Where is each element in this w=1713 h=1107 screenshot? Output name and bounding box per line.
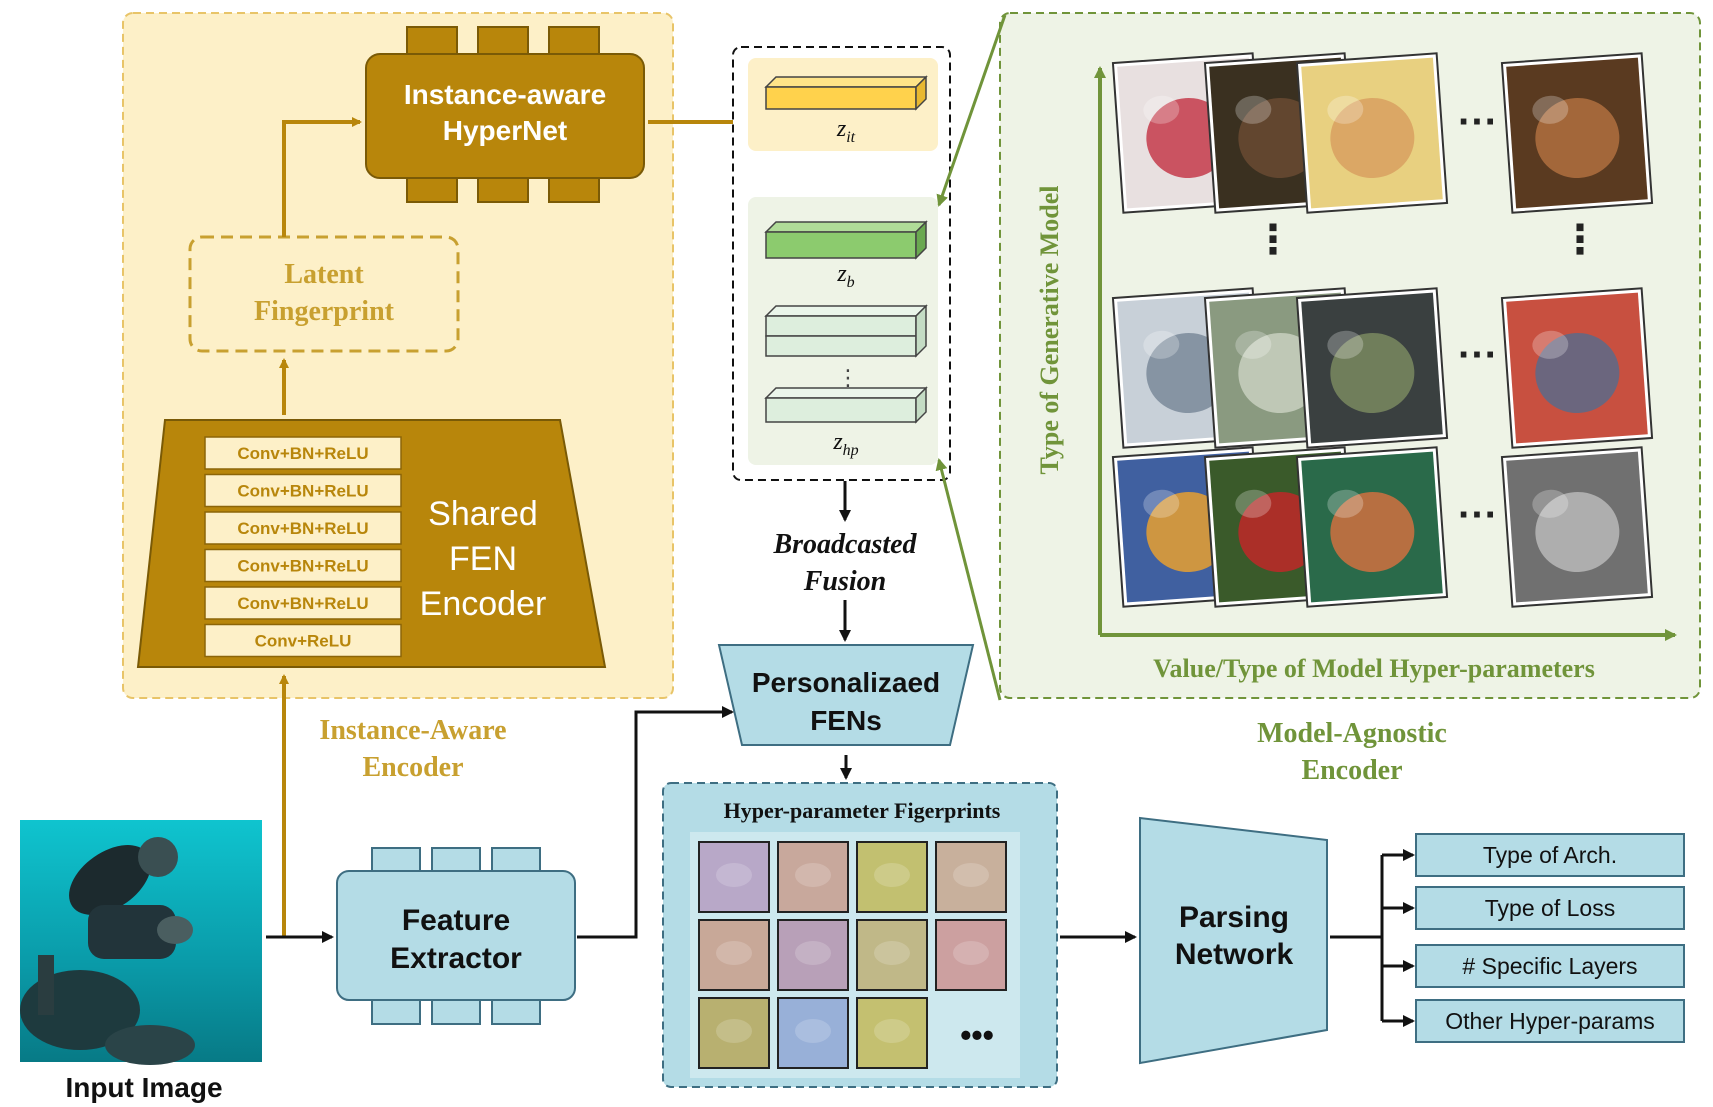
arrow-agnostic-to-zhp xyxy=(935,458,1002,701)
fingerprint-tile-spot-4 xyxy=(716,941,752,965)
feature-extractor-block: Feature Extractor xyxy=(336,847,576,1025)
fingerprint-tile-spot-5 xyxy=(795,941,831,965)
fingerprint-tile-spot-9 xyxy=(795,1019,831,1043)
fingerprint-tile-spot-2 xyxy=(874,863,910,887)
y-axis-label: Type of Generative Model xyxy=(1035,185,1064,474)
conv-layer-5 xyxy=(204,623,402,658)
feature-extractor-label-1: Feature xyxy=(402,904,510,937)
conv-layer-label-4: Conv+BN+ReLU xyxy=(237,594,368,613)
input-image xyxy=(20,820,262,1065)
fingerprint-tile-spot-6 xyxy=(874,941,910,965)
fingerprint-tile-spot-7 xyxy=(953,941,989,965)
fusion-label-2: Fusion xyxy=(803,566,887,597)
z-hp-cuboid-stack xyxy=(764,304,928,424)
output-label-0: Type of Arch. xyxy=(1483,842,1617,868)
parsing-outputs: Type of Arch. Type of Loss # Specific Laye… xyxy=(1382,833,1685,1043)
conv-layer-label-2: Conv+BN+ReLU xyxy=(237,519,368,538)
latent-label-1: Latent xyxy=(284,259,364,290)
conv-layer-stack: Conv+BN+ReLU Conv+BN+ReLU Conv+BN+ReLU Conv… xyxy=(204,436,402,658)
output-label-3: Other Hyper-params xyxy=(1445,1008,1655,1034)
output-box-2 xyxy=(1415,944,1685,988)
z-hp-vdots: ⋮ xyxy=(837,365,859,390)
fusion-label-1: Broadcasted xyxy=(772,529,917,560)
fingerprint-tile-4 xyxy=(698,919,770,991)
instance-encoder-title-2: Encoder xyxy=(362,752,463,783)
hypernet-label-2: HyperNet xyxy=(443,115,567,146)
z-b-label: zb xyxy=(836,261,854,291)
sample-image-1-2 xyxy=(1295,287,1449,449)
conv-layer-0 xyxy=(204,436,402,470)
sample-image-2-2 xyxy=(1295,446,1449,608)
sample-image-2-3 xyxy=(1500,446,1654,608)
x-axis-label: Value/Type of Model Hyper-parameters xyxy=(1153,654,1595,683)
sample-image-0-3 xyxy=(1500,52,1654,214)
personalized-label-1: Personalizaed xyxy=(752,667,940,698)
hypernet-label-1: Instance-aware xyxy=(404,79,606,110)
fingerprint-tile-spot-1 xyxy=(795,863,831,887)
fingerprint-tile-10 xyxy=(856,997,928,1069)
output-box-1 xyxy=(1415,886,1685,930)
fingerprint-tiles xyxy=(698,841,1007,1069)
output-box-3 xyxy=(1415,999,1685,1043)
fingerprint-tile-8 xyxy=(698,997,770,1069)
shared-fen-label-1: Shared xyxy=(428,495,538,533)
conv-layer-1 xyxy=(204,473,402,508)
z-it-cuboid xyxy=(764,75,928,111)
fingerprint-tile-spot-3 xyxy=(953,863,989,887)
hypernet-block: Instance-aware HyperNet xyxy=(365,26,645,203)
z-hp-label: zhp xyxy=(832,429,858,459)
shared-fen-label-2: FEN xyxy=(449,540,517,578)
conv-layer-label-3: Conv+BN+ReLU xyxy=(237,557,368,576)
personalized-fens xyxy=(717,644,975,746)
z-b-cuboid xyxy=(764,220,928,260)
arrow-extractor-to-personalized xyxy=(577,706,734,939)
latent-fingerprint-box xyxy=(188,235,460,353)
vdots-col1: ⋮ xyxy=(1253,218,1293,262)
sample-image-1-3 xyxy=(1500,287,1654,449)
parsing-label-2: Network xyxy=(1175,938,1294,971)
conv-layer-label-5: Conv+ReLU xyxy=(255,632,352,651)
output-box-0 xyxy=(1415,833,1685,877)
fingerprint-tile-spot-10 xyxy=(874,1019,910,1043)
output-label-1: Type of Loss xyxy=(1485,895,1615,921)
conv-layer-label-1: Conv+BN+ReLU xyxy=(237,482,368,501)
fingerprint-tile-1 xyxy=(777,841,849,913)
conv-layer-2 xyxy=(204,511,402,545)
conv-layer-3 xyxy=(204,548,402,583)
vdots-col2: ⋮ xyxy=(1560,218,1600,262)
sample-image-0-2 xyxy=(1295,52,1449,214)
conv-layer-label-0: Conv+BN+ReLU xyxy=(237,444,368,463)
parsing-label-1: Parsing xyxy=(1179,901,1289,934)
hdots-row1: ··· xyxy=(1458,100,1498,144)
fingerprint-tile-spot-8 xyxy=(716,1019,752,1043)
fingerprints-title: Hyper-parameter Figerprints xyxy=(724,798,1001,823)
input-image-label: Input Image xyxy=(65,1072,222,1103)
fingerprint-tile-7 xyxy=(935,919,1007,991)
model-agnostic-title-1: Model-Agnostic xyxy=(1257,718,1447,749)
generated-sample-grid xyxy=(1111,52,1654,608)
latent-label-2: Fingerprint xyxy=(254,296,395,327)
conv-layer-4 xyxy=(204,586,402,620)
feature-extractor-label-2: Extractor xyxy=(390,942,522,975)
fingerprint-tile-5 xyxy=(777,919,849,991)
fingerprint-tile-9 xyxy=(777,997,849,1069)
fingerprint-tile-0 xyxy=(698,841,770,913)
hdots-row3: ··· xyxy=(1458,493,1498,537)
personalized-label-2: FENs xyxy=(810,705,882,736)
arrow-agnostic-to-zb xyxy=(936,14,1007,207)
z-it-label: zit xyxy=(836,116,856,146)
fingerprint-tile-2 xyxy=(856,841,928,913)
fingerprint-tile-3 xyxy=(935,841,1007,913)
shared-fen-label-3: Encoder xyxy=(420,585,547,623)
arrow-latent-to-hypernet xyxy=(282,117,362,237)
model-agnostic-title-2: Encoder xyxy=(1301,755,1402,786)
hdots-row2: ··· xyxy=(1458,333,1498,377)
fingerprints-dots: ••• xyxy=(960,1017,994,1053)
parsing-network xyxy=(1139,816,1328,1065)
instance-encoder-title-1: Instance-Aware xyxy=(319,715,506,746)
output-label-2: # Specific Layers xyxy=(1462,953,1637,979)
fingerprint-tile-spot-0 xyxy=(716,863,752,887)
fingerprint-tile-6 xyxy=(856,919,928,991)
